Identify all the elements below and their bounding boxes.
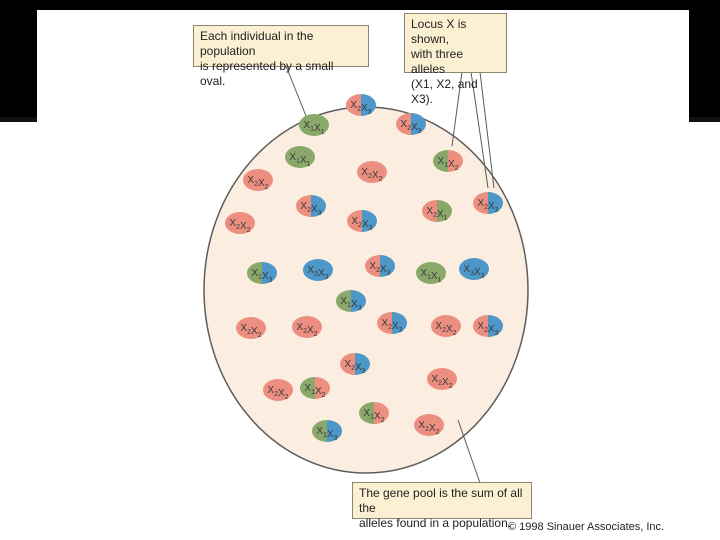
individual-oval: X1X1	[299, 114, 329, 136]
individual-oval: X2X2	[243, 169, 273, 191]
individual-oval: X2X3	[346, 94, 376, 116]
individual-oval: X2X2	[414, 414, 444, 436]
callout-locus-line1: Locus X is shown,	[411, 17, 500, 47]
individual-oval: X2X3	[365, 255, 395, 277]
individual-oval: X1X3	[336, 290, 366, 312]
callout-locus: Locus X is shown, with three alleles (X1…	[404, 13, 507, 73]
individual-oval: X3X3	[303, 259, 333, 281]
individual-oval: X1X3	[312, 420, 342, 442]
individual-oval: X2X2	[236, 317, 266, 339]
callout-gene-pool-line1: The gene pool is the sum of all the	[359, 486, 525, 516]
individual-oval: X2X2	[357, 161, 387, 183]
callout-locus-line2: with three alleles	[411, 47, 500, 77]
individual-oval: X2X3	[473, 315, 503, 337]
individual-oval: X2X3	[473, 192, 503, 214]
callout-locus-line3: (X1, X2, and X3).	[411, 77, 500, 107]
individual-oval: X2X2	[431, 315, 461, 337]
individual-oval: X2X3	[377, 312, 407, 334]
individual-oval: X2X1	[422, 200, 452, 222]
individual-oval: X2X2	[225, 212, 255, 234]
individual-oval: X3X3	[459, 258, 489, 280]
individual-oval: X2X3	[347, 210, 377, 232]
callout-individual-line1: Each individual in the population	[200, 29, 362, 59]
individual-oval: X1X2	[359, 402, 389, 424]
individual-oval: X2X2	[427, 368, 457, 390]
individual-oval: X2X2	[292, 316, 322, 338]
individual-oval: X1X2	[300, 377, 330, 399]
individual-oval: X1X3	[247, 262, 277, 284]
individual-oval: X2X3	[340, 353, 370, 375]
callout-individual-line2: is represented by a small oval.	[200, 59, 362, 89]
callout-gene-pool-line2: alleles found in a population.	[359, 516, 525, 531]
individual-oval: X1X1	[416, 262, 446, 284]
individual-oval: X1X2	[433, 150, 463, 172]
individual-oval: X2X3	[396, 113, 426, 135]
copyright-notice: © 1998 Sinauer Associates, Inc.	[508, 521, 664, 533]
callout-gene-pool: The gene pool is the sum of all the alle…	[352, 482, 532, 519]
callout-individual: Each individual in the population is rep…	[193, 25, 369, 67]
individual-oval: X2X3	[296, 195, 326, 217]
individual-oval: X1X1	[285, 146, 315, 168]
individual-oval: X2X2	[263, 379, 293, 401]
